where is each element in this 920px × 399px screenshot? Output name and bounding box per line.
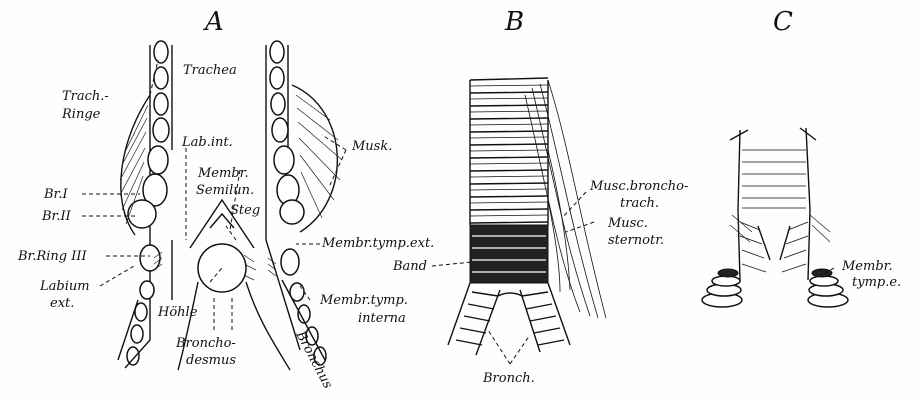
label-bronchodesmus-2: desmus — [186, 353, 236, 368]
coils-c — [702, 269, 848, 307]
trachea-rings-b — [470, 78, 548, 225]
label-membr-tymp-interna-2: interna — [358, 311, 406, 326]
label-labium-ext-2: ext. — [50, 296, 74, 311]
label-hohle: Höhle — [157, 305, 198, 320]
panel-a: A — [17, 7, 434, 391]
panel-b: B M — [392, 7, 688, 386]
right-tracheal-wall — [266, 41, 326, 365]
label-bronch: Bronch. — [482, 371, 535, 386]
label-br-i: Br.I — [43, 187, 68, 202]
panel-c-letter: C — [773, 7, 793, 37]
label-labium-ext-1: Labium — [39, 279, 90, 294]
label-musc-sternotr-1: Musc. — [607, 216, 648, 231]
panel-a-labels: Trachea Trach.- Ringe Lab.int. Musk. Mem… — [17, 63, 434, 391]
label-band: Band — [392, 259, 427, 274]
trachea-c — [730, 128, 816, 210]
label-musc-bronchotrach-1: Musc.broncho- — [589, 179, 688, 194]
panel-c: C Membr. tymp.e. — [702, 7, 901, 307]
bronchi-c — [730, 210, 830, 280]
band-region — [470, 225, 548, 283]
label-trach-ringe-2: Ringe — [61, 107, 101, 122]
bronchi-b — [448, 283, 570, 355]
panel-b-letter: B — [504, 7, 524, 37]
label-membr-tymp-interna-1: Membr.tymp. — [319, 293, 408, 308]
label-membr-semilun-2: Semilun. — [196, 183, 254, 198]
label-trach-ringe-1: Trach.- — [62, 89, 109, 104]
label-musc-sternotr-2: sternotr. — [608, 233, 664, 248]
label-lab-int: Lab.int. — [181, 135, 233, 150]
label-musc-bronchotrach-2: trach. — [620, 196, 659, 211]
panel-c-labels: Membr. tymp.e. — [841, 259, 901, 290]
label-membr-tymp-ext: Membr.tymp.ext. — [321, 236, 434, 251]
label-membr-tymp-e-1: Membr. — [841, 259, 893, 274]
panel-a-letter: A — [203, 7, 224, 37]
label-br-ring-iii: Br.Ring III — [17, 249, 88, 264]
label-membr-semilun-1: Membr. — [197, 166, 249, 181]
label-steg: Steg — [230, 203, 260, 218]
label-membr-tymp-e-2: tymp.e. — [852, 275, 901, 290]
label-trachea: Trachea — [183, 63, 237, 78]
label-br-ii: Br.II — [41, 209, 72, 224]
label-musk: Musk. — [351, 139, 392, 154]
label-bronchodesmus-1: Broncho- — [175, 336, 236, 351]
